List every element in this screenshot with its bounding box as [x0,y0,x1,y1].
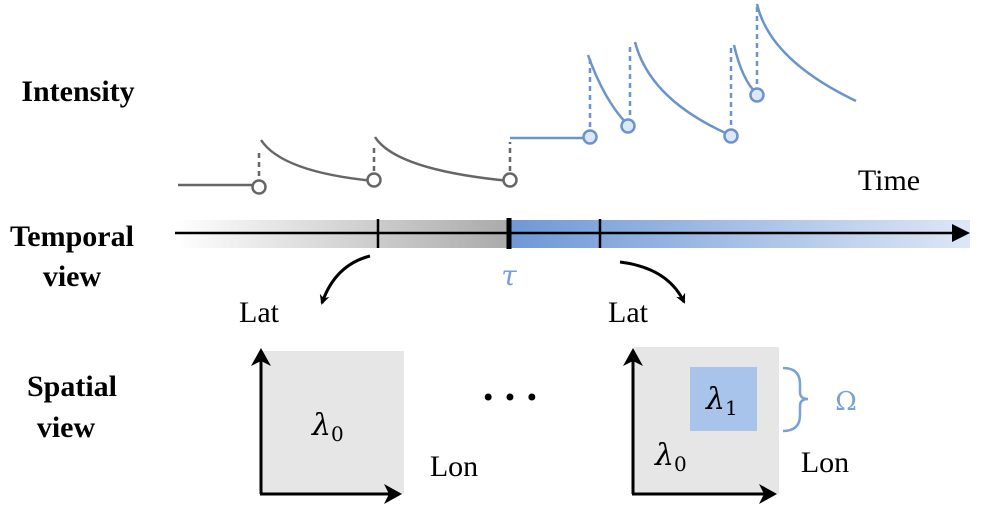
omega-brace [782,366,809,433]
lon-label-right: Lon [801,446,849,479]
lambda0-label-left: λ0 [311,408,344,446]
intensity-label: Intensity [21,75,134,108]
temporal-view-label-line2: view [43,260,102,293]
lon-label-left: Lon [430,450,478,483]
intensity-curve-gray [178,136,512,187]
time-axis-label: Time [858,164,920,197]
spatial-view-label-line1: Spatial [27,370,117,403]
lat-label-left: Lat [239,296,280,329]
lat-label-right: Lat [608,296,649,329]
lat-arrowhead-right [623,348,643,366]
curved-arrow-right [619,260,686,304]
intensity-event-markers-gray [251,172,518,195]
region-omega [690,367,757,431]
lambda1-label: λ1 [705,382,738,420]
temporal-timeline [175,218,970,249]
spatial-view-label-line2: view [37,411,96,444]
map-area-left [262,351,404,494]
lambda0-label-right: λ0 [654,438,687,476]
spatial-map-right [623,347,809,504]
lon-arrowhead-left [384,484,402,504]
spatial-map-left [251,348,404,504]
curved-arrow-left [319,254,371,305]
tau-label: τ [501,259,517,292]
lon-arrowhead-right [759,484,777,504]
lat-arrowhead-left [251,348,271,366]
intensity-event-markers-blue [582,87,765,145]
omega-label: Ω [835,387,857,417]
intensity-curve-blue [510,3,857,140]
ellipsis: • • • [481,384,539,412]
temporal-view-label-line1: Temporal [10,220,134,253]
time-axis-arrowhead [952,224,970,242]
